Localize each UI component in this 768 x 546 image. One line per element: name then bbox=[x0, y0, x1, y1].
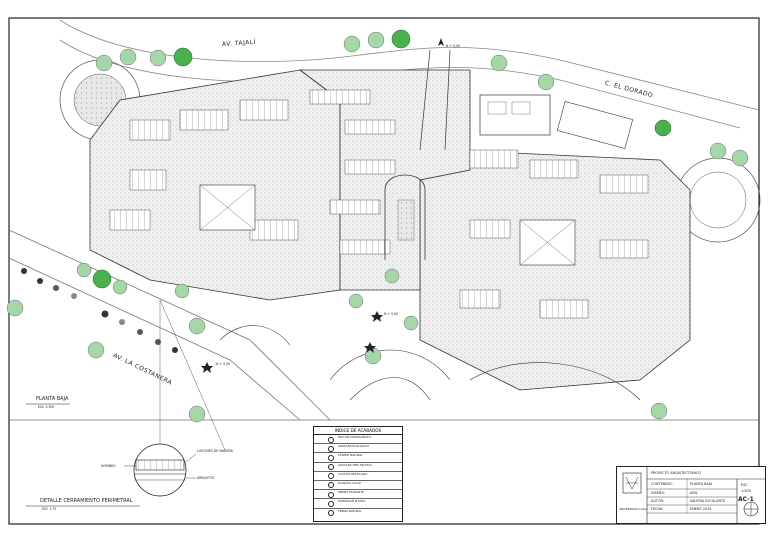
stalls-c4 bbox=[329, 199, 381, 215]
legend-item-text: CESPED NATURAL bbox=[338, 453, 363, 458]
title-block-grid bbox=[622, 467, 765, 523]
plan-view-scale: ESC 1:300 bbox=[38, 405, 55, 409]
stalls-c3 bbox=[344, 159, 396, 175]
stalls-l4 bbox=[129, 169, 167, 191]
legend-row: HORMIGON PULIDO bbox=[314, 499, 402, 509]
finishes-legend: INDICE DE ACABADOS PISO DE PORCELANATO A… bbox=[313, 426, 403, 522]
tb-university: UNIVERSIDAD LAICA bbox=[619, 507, 648, 511]
legend-item-text: ADOQUIN TIPO TRAFICO bbox=[338, 462, 372, 467]
central-drive bbox=[384, 174, 426, 260]
legend-row: PLANCHA CALLE bbox=[314, 480, 402, 491]
service-building bbox=[479, 94, 551, 136]
plaza-arc-3 bbox=[469, 362, 641, 401]
legend-row: PIEDRA FILTRANTE bbox=[314, 490, 402, 500]
stalls-l5 bbox=[249, 219, 299, 241]
tb-row-label-1: DISEÑO: bbox=[651, 491, 666, 495]
legend-item-text: PLANCHA CALLE bbox=[338, 480, 361, 485]
central-parking bbox=[298, 69, 471, 291]
plaza-arc-1 bbox=[329, 349, 451, 381]
north-arrow-icon bbox=[438, 38, 444, 46]
stalls-c2 bbox=[344, 119, 396, 135]
stalls-r6 bbox=[539, 299, 589, 319]
tb-row-value-0: PLANTA BAJA bbox=[690, 482, 712, 486]
legend-symbol-icon bbox=[328, 436, 334, 443]
stalls-l3 bbox=[239, 99, 289, 121]
legend-symbol-icon bbox=[328, 482, 334, 489]
detail-label-listones: LISTONES DE MADERA bbox=[197, 449, 233, 453]
tb-row-value-1: ARQ. bbox=[690, 491, 699, 495]
stalls-r1 bbox=[469, 149, 519, 169]
tb-scale-value: 1:300 bbox=[741, 489, 751, 493]
tb-row-label-0: CONTENIDO: bbox=[651, 482, 673, 486]
legend-item-text: PISO DE PORCELANATO bbox=[338, 435, 371, 439]
tajali-road-edge-1 bbox=[59, 19, 760, 111]
legend-item-text: ADOQUIN ECOLOGICO bbox=[338, 444, 370, 449]
legend-row: CAUCHO RECICLADO bbox=[314, 472, 402, 481]
level-mark-3: N + 0,00 bbox=[384, 312, 399, 316]
legend-symbol-icon bbox=[328, 445, 334, 452]
plaza-arc-4 bbox=[219, 325, 291, 346]
stalls-l6 bbox=[109, 209, 151, 231]
level-mark-2: N + 0,00 bbox=[446, 44, 461, 48]
tb-project: PROYECTO ARQUITECTONICO bbox=[651, 471, 702, 475]
legend-symbol-icon bbox=[328, 473, 334, 480]
legend-item-text: HORMIGON PULIDO bbox=[338, 499, 366, 504]
tb-row-value-3: ENERO 2024 bbox=[690, 507, 712, 511]
courtyard-left bbox=[199, 184, 256, 231]
stalls-c5 bbox=[339, 239, 391, 255]
tb-row-label-2: AUTOR: bbox=[651, 499, 664, 503]
stalls-r2 bbox=[529, 159, 579, 179]
roundabout-right-island bbox=[689, 171, 747, 229]
stalls-r7 bbox=[459, 289, 501, 309]
central-median bbox=[397, 199, 415, 241]
detail-label-arbustos: ARBUSTOS bbox=[197, 476, 215, 480]
legend-symbol-icon bbox=[328, 491, 334, 498]
stalls-r5 bbox=[599, 239, 649, 259]
detail-view-title: DETALLE CERRAMIENTO PERIMETRAL bbox=[40, 498, 133, 504]
stalls-c1 bbox=[309, 89, 371, 105]
tb-row-value-2: VALERIA ESCALANTE bbox=[690, 499, 726, 503]
legend-item-text: CAUCHO RECICLADO bbox=[338, 471, 368, 476]
stalls-l1 bbox=[129, 119, 171, 141]
legend-row: TIERRA NATURAL bbox=[314, 509, 402, 517]
access-road bbox=[419, 49, 451, 151]
legend-symbol-icon bbox=[328, 464, 334, 471]
level-marker-icons bbox=[201, 311, 383, 373]
legend-row: CESPED NATURAL bbox=[314, 453, 402, 463]
tb-scale-label: ESC bbox=[741, 483, 748, 487]
level-mark-1: N + 0,00 bbox=[216, 362, 231, 366]
annex-building bbox=[556, 101, 634, 149]
title-block: UNIVERSIDAD LAICA PROYECTO ARQUITECTONIC… bbox=[616, 466, 766, 524]
tb-row-label-3: FECHA: bbox=[651, 507, 664, 511]
legend-symbol-icon bbox=[328, 454, 334, 461]
plan-view-title: PLANTA BAJA bbox=[36, 396, 69, 402]
stalls-r3 bbox=[599, 174, 649, 194]
legend-item-text: PIEDRA FILTRANTE bbox=[338, 490, 364, 495]
plaza-arc-2 bbox=[349, 377, 431, 401]
detail-view-scale: ESC 1:75 bbox=[42, 507, 57, 511]
stalls-r4 bbox=[469, 219, 511, 239]
legend-row: ADOQUIN ECOLOGICO bbox=[314, 444, 402, 454]
detail-label-dominio: DOMINIO bbox=[101, 464, 116, 468]
costanera-edge-2 bbox=[8, 257, 301, 421]
legend-symbol-icon bbox=[328, 500, 334, 507]
stalls-l2 bbox=[179, 109, 229, 131]
tb-sheet-code: AC-1 bbox=[738, 496, 754, 503]
legend-row: PISO DE PORCELANATO bbox=[314, 435, 402, 445]
legend-title: INDICE DE ACABADOS bbox=[314, 427, 402, 435]
legend-item-text: TIERRA NATURAL bbox=[338, 508, 362, 513]
fence-detail bbox=[124, 299, 226, 497]
legend-row: ADOQUIN TIPO TRAFICO bbox=[314, 463, 402, 472]
trees bbox=[6, 29, 749, 423]
legend-symbol-icon bbox=[328, 510, 334, 516]
courtyard-right bbox=[519, 219, 576, 266]
right-building-footprint bbox=[419, 149, 691, 391]
